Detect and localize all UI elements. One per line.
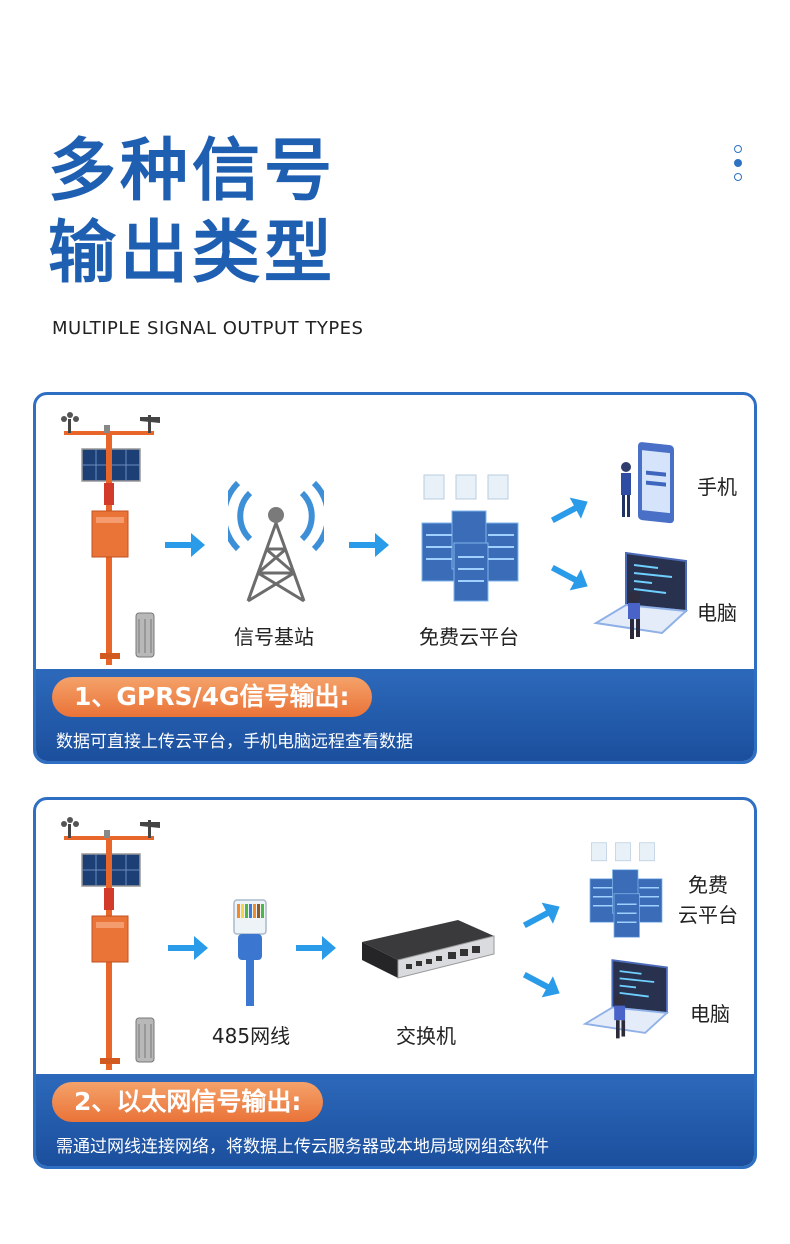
cable-label: 485网线: [211, 1024, 291, 1048]
pager-dot: [734, 145, 742, 153]
ethernet-output-description: 需通过网线连接网络，将数据上传云服务器或本地局域网组态软件: [56, 1137, 549, 1157]
phone-icon: [621, 442, 674, 524]
gprs-output-panel: 信号基站 免费云平台 手机: [33, 392, 757, 764]
pc-label: 电脑: [690, 1002, 730, 1026]
weather-station-icon: [61, 412, 160, 665]
page-title-line1: 多种信号: [48, 132, 337, 211]
cloud-label: 免费 云平台: [670, 870, 746, 930]
pager-dot: [734, 173, 742, 181]
arrow-right-icon: [165, 533, 205, 557]
page-subtitle: MULTIPLE SIGNAL OUTPUT TYPES: [52, 318, 364, 339]
info-band: 1、GPRS/4G信号输出: 数据可直接上传云平台，手机电脑远程查看数据: [36, 669, 754, 761]
arrow-up-right-icon: [522, 902, 560, 929]
tower-label: 信号基站: [234, 625, 314, 649]
arrow-down-right-icon: [550, 564, 588, 591]
ethernet-output-panel: 485网线 交换机 免费 云平台: [33, 797, 757, 1169]
laptop-icon: [582, 959, 670, 1039]
arrow-right-icon: [349, 533, 389, 557]
switch-label: 交换机: [396, 1024, 456, 1048]
network-switch-icon: [362, 920, 495, 979]
cloud-label: 免费云平台: [419, 625, 519, 649]
arrow-right-icon: [296, 936, 336, 960]
cloud-server-icon: [589, 842, 663, 938]
pc-label: 电脑: [697, 601, 737, 625]
network-cable-icon: [233, 899, 267, 1006]
phone-label: 手机: [697, 475, 737, 499]
gprs-output-description: 数据可直接上传云平台，手机电脑远程查看数据: [56, 732, 413, 752]
gprs-output-title: 1、GPRS/4G信号输出:: [52, 677, 372, 717]
arrow-down-right-icon: [522, 971, 560, 998]
cloud-label-line2: 云平台: [678, 903, 738, 927]
laptop-icon: [593, 551, 689, 639]
pager-dots: [732, 145, 744, 187]
signal-tower-icon: [228, 480, 324, 603]
arrow-up-right-icon: [550, 497, 588, 524]
ethernet-output-title: 2、以太网信号输出:: [52, 1082, 324, 1122]
weather-station-icon: [61, 817, 160, 1070]
arrow-right-icon: [168, 936, 208, 960]
cloud-label-line1: 免费: [688, 873, 728, 897]
info-band: 2、以太网信号输出: 需通过网线连接网络，将数据上传云服务器或本地局域网组态软件: [36, 1074, 754, 1166]
cloud-server-icon: [421, 474, 519, 602]
page-title-line2: 输出类型: [48, 214, 337, 293]
pager-dot-active: [734, 159, 742, 167]
